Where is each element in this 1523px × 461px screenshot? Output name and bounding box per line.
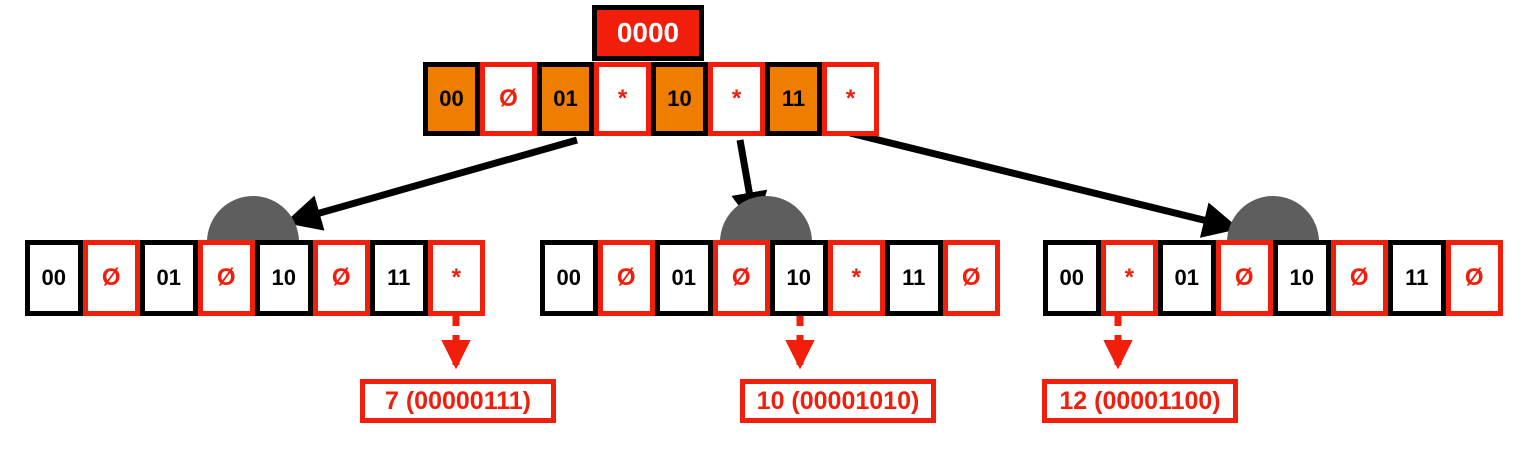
child-1-cell-value-3[interactable]: * [427, 240, 485, 316]
child-1-cell-key-11[interactable]: 11 [370, 240, 428, 316]
child-2-cell-key-10[interactable]: 10 [770, 240, 828, 316]
child-node-3: 00 * 01 Ø 10 Ø 11 Ø [1043, 240, 1503, 316]
root-node: 00 Ø 01 * 10 * 11 * [423, 62, 879, 136]
child-2-cell-value-3[interactable]: Ø [942, 240, 1000, 316]
root-cell-value-0[interactable]: Ø [480, 62, 537, 136]
child-node-1: 00 Ø 01 Ø 10 Ø 11 * [25, 240, 485, 316]
child-2-cell-value-0[interactable]: Ø [597, 240, 655, 316]
root-cell-value-1[interactable]: * [594, 62, 651, 136]
root-cell-key-01[interactable]: 01 [537, 62, 594, 136]
root-cell-key-10[interactable]: 10 [651, 62, 708, 136]
child-2-cell-value-2[interactable]: * [827, 240, 885, 316]
root-node-title: 0000 [592, 5, 704, 61]
child-2-cell-key-11[interactable]: 11 [885, 240, 943, 316]
child-node-3-dome [1227, 196, 1319, 242]
child-1-cell-key-01[interactable]: 01 [140, 240, 198, 316]
child-2-cell-key-00[interactable]: 00 [540, 240, 598, 316]
leaf-value-2: 10 (00001010) [740, 379, 936, 423]
root-cell-value-2[interactable]: * [708, 62, 765, 136]
child-node-1-dome [207, 196, 299, 242]
child-1-cell-key-00[interactable]: 00 [25, 240, 83, 316]
child-1-cell-key-10[interactable]: 10 [255, 240, 313, 316]
child-3-cell-value-1[interactable]: Ø [1215, 240, 1273, 316]
child-3-cell-key-01[interactable]: 01 [1158, 240, 1216, 316]
root-cell-key-11[interactable]: 11 [765, 62, 822, 136]
root-cell-key-00[interactable]: 00 [423, 62, 480, 136]
child-3-cell-key-10[interactable]: 10 [1273, 240, 1331, 316]
child-3-cell-key-11[interactable]: 11 [1388, 240, 1446, 316]
child-node-2: 00 Ø 01 Ø 10 * 11 Ø [540, 240, 1000, 316]
child-2-cell-value-1[interactable]: Ø [712, 240, 770, 316]
child-1-cell-value-2[interactable]: Ø [312, 240, 370, 316]
edge-root-to-child-1 [284, 136, 578, 231]
child-node-2-dome [720, 196, 812, 242]
child-3-cell-key-00[interactable]: 00 [1043, 240, 1101, 316]
root-cell-value-3[interactable]: * [822, 62, 879, 136]
child-1-cell-value-1[interactable]: Ø [197, 240, 255, 316]
child-3-cell-value-0[interactable]: * [1100, 240, 1158, 316]
leaf-value-3: 12 (00001100) [1042, 379, 1238, 423]
edge-root-to-child-3 [849, 129, 1240, 238]
child-1-cell-value-0[interactable]: Ø [82, 240, 140, 316]
leaf-value-1: 7 (00000111) [360, 379, 556, 423]
child-3-cell-value-3[interactable]: Ø [1445, 240, 1503, 316]
child-3-cell-value-2[interactable]: Ø [1330, 240, 1388, 316]
child-2-cell-key-01[interactable]: 01 [655, 240, 713, 316]
